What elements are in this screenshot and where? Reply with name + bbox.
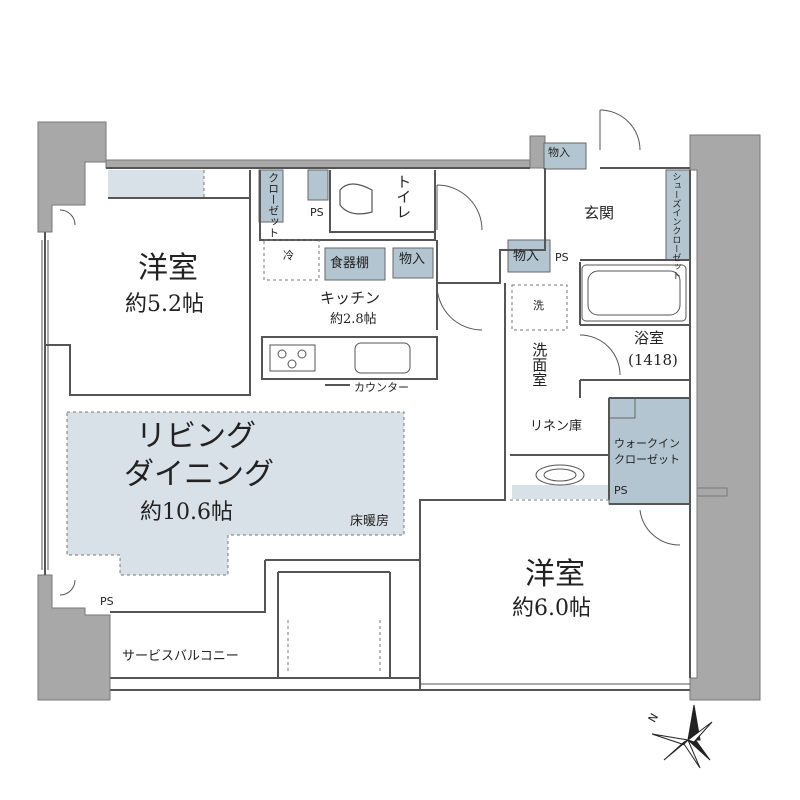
storage-fill-1 bbox=[392, 247, 434, 279]
western-room-2-size: 約6.0帖 bbox=[512, 596, 591, 621]
wash-basin bbox=[535, 464, 585, 486]
floor-tints bbox=[67, 170, 609, 575]
stove bbox=[269, 344, 316, 372]
walk-in-closet-line2: クローゼット bbox=[614, 453, 680, 466]
right-wall-stub bbox=[696, 487, 728, 497]
living-name-line1: リビング bbox=[136, 419, 256, 454]
linen-fill bbox=[608, 397, 636, 419]
fridge-outline bbox=[263, 239, 320, 281]
ps-label-2: PS bbox=[555, 251, 569, 264]
storage-label-1: 物入 bbox=[399, 252, 426, 267]
left-column-top bbox=[37, 121, 107, 233]
washer-outline bbox=[511, 284, 568, 331]
fridge-label: 冷 bbox=[283, 249, 294, 262]
storage-label-3: 物入 bbox=[513, 249, 540, 264]
floor-heating-label: 床暖房 bbox=[350, 514, 390, 529]
living-floor-heating bbox=[67, 412, 404, 575]
sink bbox=[354, 342, 411, 374]
walk-in-closet-line1: ウォークイン bbox=[614, 437, 680, 450]
washer-label: 洗 bbox=[533, 299, 544, 312]
bathroom-size: (1418) bbox=[628, 351, 678, 369]
interior-walls bbox=[44, 167, 691, 691]
kitchen-size: 約2.8帖 bbox=[330, 312, 377, 327]
wash-tint bbox=[512, 485, 609, 499]
ps-label-1: PS bbox=[310, 206, 324, 219]
cupboard-fill bbox=[324, 247, 386, 281]
kitchen-name: キッチン bbox=[320, 289, 381, 307]
wr1-closet-tint bbox=[108, 170, 204, 198]
bathroom-name: 浴室 bbox=[634, 329, 665, 347]
right-column-top bbox=[689, 134, 761, 701]
structural-walls bbox=[37, 121, 761, 701]
entrance-wall bbox=[529, 135, 546, 169]
toilet-bowl bbox=[329, 182, 373, 218]
left-column-bottom bbox=[37, 574, 111, 701]
balcony-name: サービスバルコニー bbox=[122, 649, 239, 664]
counter-label: カウンター bbox=[354, 381, 409, 394]
entrance-name: 玄関 bbox=[584, 204, 615, 222]
western-room-2-name: 洋室 bbox=[525, 557, 585, 592]
closet-fill-2 bbox=[307, 169, 329, 201]
shoes-closet-label: シューズインクローゼット bbox=[670, 172, 681, 280]
linen-label: リネン庫 bbox=[530, 419, 583, 434]
top-wall bbox=[105, 159, 537, 169]
western-room-1-name: 洋室 bbox=[138, 251, 198, 286]
storage-fill-3 bbox=[507, 239, 551, 273]
living-name-line2: ダイニング bbox=[124, 457, 274, 492]
dashed-lines bbox=[66, 170, 609, 672]
cupboard-label: 食器棚 bbox=[330, 256, 370, 271]
compass bbox=[651, 704, 713, 769]
ps-label-3: PS bbox=[614, 484, 628, 497]
western-room-1-size: 約5.2帖 bbox=[125, 292, 204, 317]
door-swings bbox=[59, 109, 681, 596]
windows bbox=[41, 240, 690, 685]
living-size: 約10.6帖 bbox=[140, 500, 233, 525]
storage-fills bbox=[258, 142, 691, 505]
ps-label-4: PS bbox=[100, 595, 114, 608]
toilet-name: トイレ bbox=[394, 174, 413, 219]
washroom-name: 洗面室 bbox=[530, 342, 549, 387]
closet-label: クローゼット bbox=[266, 172, 280, 238]
bathtub bbox=[581, 264, 687, 322]
storage-fill-2 bbox=[543, 142, 587, 170]
kitchen-fixtures bbox=[269, 342, 411, 374]
storage-label-2: 物入 bbox=[548, 146, 570, 159]
closet-fill bbox=[258, 169, 284, 223]
